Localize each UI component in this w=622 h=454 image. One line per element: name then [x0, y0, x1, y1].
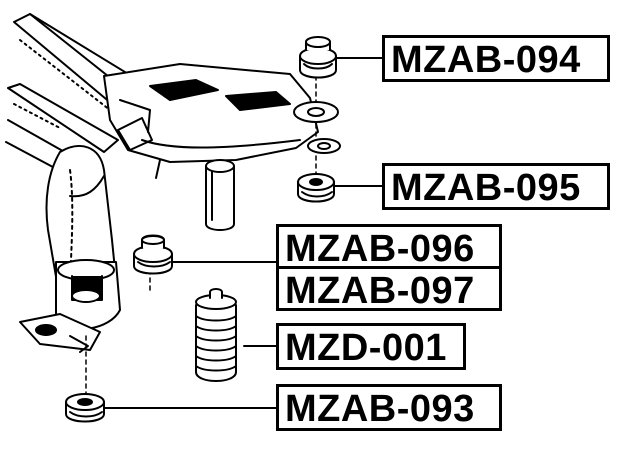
arm-bushing-housing [55, 259, 121, 331]
callout-mzab-093: MZAB-093 [276, 384, 502, 431]
bushing-093 [65, 393, 105, 423]
bushing-096-097 [133, 234, 173, 275]
callout-mzd-001: MZD-001 [276, 323, 466, 370]
leader-lines [103, 57, 385, 409]
bushing-094 [299, 36, 337, 79]
callout-mzab-097: MZAB-097 [276, 266, 502, 311]
subframe-post [205, 159, 235, 231]
callout-mzab-094: MZAB-094 [382, 35, 610, 82]
washer-upper [293, 101, 341, 154]
bushing-095 [297, 173, 335, 203]
lower-bracket-tab [19, 313, 101, 353]
bump-stop-boot [195, 288, 237, 382]
callout-mzab-096: MZAB-096 [276, 224, 502, 269]
callout-mzab-095: MZAB-095 [382, 163, 610, 210]
subframe-bracket [103, 63, 319, 179]
